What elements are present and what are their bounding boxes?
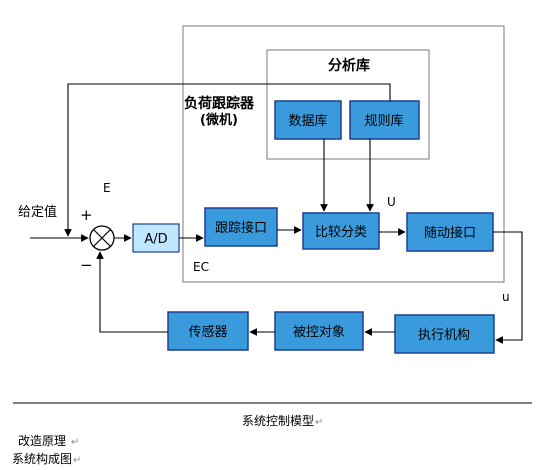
model-caption: 系统控制模型↵ [242,414,323,430]
summing-junction [89,225,115,251]
compare-classify-block: 比较分类 [302,212,380,250]
rules-block: 规则库 [349,100,420,140]
u-upper-label: U [387,195,396,209]
database-block: 数据库 [274,100,342,140]
error-label: E [103,181,111,195]
principle-caption-text: 改造原理 [18,434,67,448]
controlled-object-block: 被控对象 [274,311,364,351]
database-label: 数据库 [288,113,327,129]
minus-sign: − [80,256,93,274]
ad-label: A/D [144,232,167,247]
analysis-group-title: 分析库 [328,57,370,74]
rules-label: 规则库 [364,113,403,129]
compare-classify-label: 比较分类 [315,225,367,240]
sensor-block: 传感器 [167,311,249,351]
return-mark: ↵ [70,437,80,448]
control-diagram: 分析库 负荷跟踪器 (微机) 数据库 规则库 A/D 跟踪接口 比较分类 随动接… [13,25,532,404]
analysis-group [266,49,430,160]
model-caption-text: 系统控制模型 [242,414,315,428]
structure-caption: 系统构成图↵ [12,452,81,468]
setpoint-label: 给定值 [18,204,57,220]
principle-caption: 改造原理 ↵ [18,434,79,450]
plus-sign: + [80,206,93,224]
actuator-block: 执行机构 [394,314,495,354]
structure-caption-text: 系统构成图 [12,452,73,466]
return-mark: ↵ [315,417,324,428]
controller-group-subtitle: (微机) [200,112,238,128]
signal-lines [30,83,523,344]
tracking-interface-label: 跟踪接口 [215,220,267,236]
ad-block: A/D [132,223,180,253]
servo-interface-block: 随动接口 [406,212,494,252]
actuator-label: 执行机构 [418,328,470,343]
controller-group-title: 负荷跟踪器 [184,95,255,112]
tracking-interface-block: 跟踪接口 [204,207,278,247]
u-lower-label: u [502,290,510,304]
sensor-label: 传感器 [188,324,227,340]
controlled-object-label: 被控对象 [293,325,345,340]
servo-interface-label: 随动接口 [424,225,476,241]
return-mark: ↵ [73,455,82,466]
ec-label: EC [193,260,209,274]
controller-group [182,25,505,283]
